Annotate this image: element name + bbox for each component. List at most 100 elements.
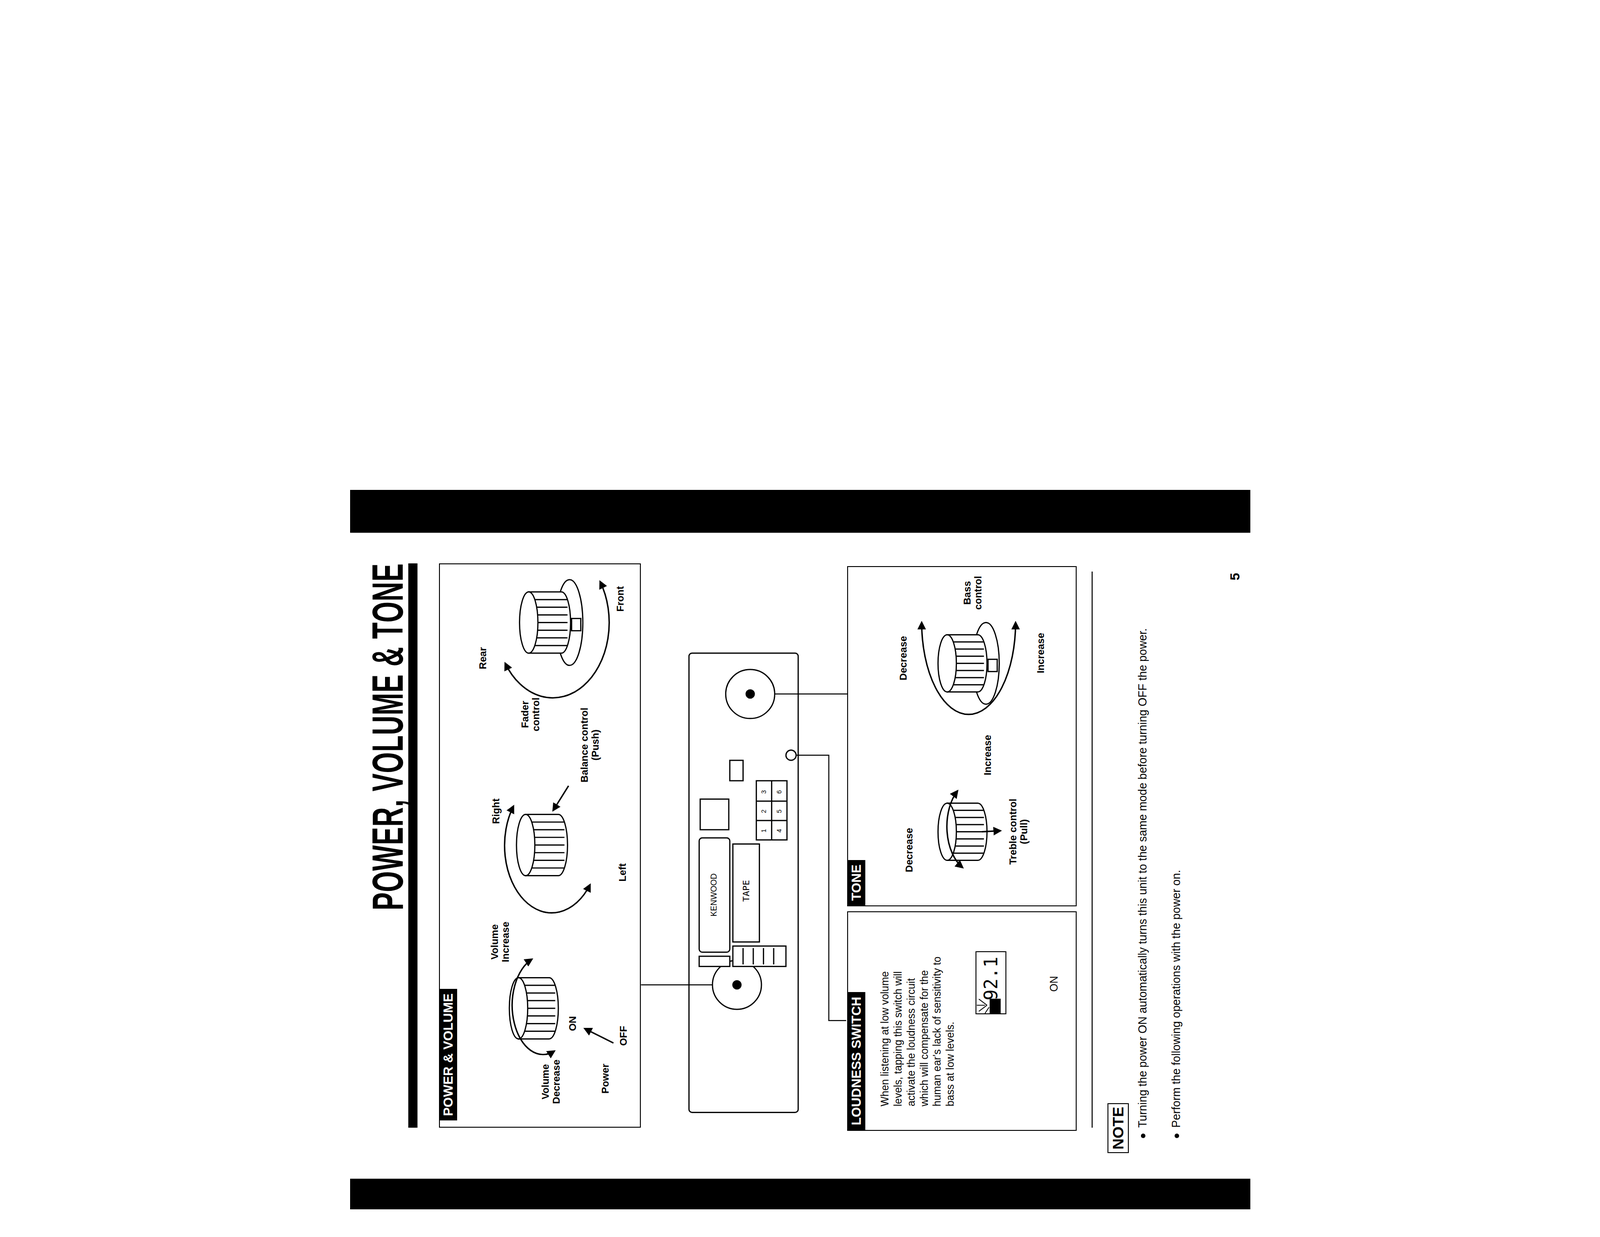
fader-arrow [505, 581, 610, 698]
treble-arrow [946, 790, 963, 868]
section-box: TONE [847, 566, 1077, 907]
direction-label: Right [490, 798, 502, 824]
direction-label: Left [617, 863, 629, 882]
knob-rib [528, 821, 565, 823]
direction-label: Front [614, 585, 626, 612]
drawing-stroke [732, 843, 760, 942]
section-box: LOUDNESS SWITCH When listening at low vol… [847, 911, 1077, 1131]
drawing-stroke [976, 999, 990, 1014]
drawing-stroke [699, 837, 731, 952]
knob-rib [950, 641, 984, 643]
push-arrow [553, 785, 569, 810]
drawing-stroke [770, 780, 773, 840]
black-band [350, 489, 1251, 533]
knob-label: Volume Increase [489, 915, 512, 969]
control-name: Fader control [519, 688, 542, 741]
preset-number: 3 [760, 790, 768, 794]
direction-label: Rear [477, 647, 489, 670]
manual-page: POWER, VOLUME & TONE POWER & VOLUME LOUDNE… [350, 489, 1251, 1210]
power-arrow [585, 1028, 614, 1043]
knob-label: Volume Decrease [540, 1054, 562, 1108]
knob-rib [531, 598, 568, 600]
ring-tab [571, 618, 581, 631]
knob-rib [950, 809, 984, 811]
bullet [1174, 1133, 1180, 1138]
knob-face [516, 814, 536, 876]
switch-position: OFF [618, 1025, 630, 1046]
knob-rib [531, 644, 568, 647]
drawing-stroke [729, 760, 743, 781]
knob-rib [528, 867, 565, 869]
drawing-stroke [774, 693, 848, 695]
leader-lines [640, 693, 848, 1021]
drawing-stroke [795, 755, 846, 1021]
direction-label: Decrease [903, 827, 915, 873]
switch-state: ON [1048, 975, 1060, 992]
drawing-stroke [688, 653, 799, 1113]
control-name: Treble control (Pull) [1007, 788, 1030, 875]
knob-rib [950, 852, 984, 854]
drawing-stroke [756, 780, 788, 840]
volume-arrow [512, 959, 555, 1055]
control-name: Balance control (Push) [579, 696, 601, 794]
bullet [1141, 1133, 1146, 1138]
section-heading: TONE [848, 859, 866, 906]
drawing-stroke [785, 750, 797, 761]
control-knob [519, 579, 584, 666]
knob-rib [521, 984, 556, 986]
preset-number: 4 [775, 828, 783, 833]
illustration [350, 489, 1251, 1210]
black-band [350, 1178, 1251, 1210]
note-rule [1091, 571, 1093, 1128]
section-box: POWER & VOLUME [439, 563, 642, 1128]
section-heading: LOUDNESS SWITCH [848, 991, 866, 1130]
drawing-stroke [746, 689, 755, 698]
car-stereo [688, 653, 799, 1113]
drawing-stroke [700, 799, 729, 830]
note-text: Perform the following operations with th… [1169, 571, 1184, 1128]
balance-arrow [504, 805, 591, 913]
display-text: TAPE [741, 879, 752, 902]
loudness-indicator [976, 999, 1001, 1014]
drawing-stroke [699, 956, 731, 966]
brand-name: KENWOOD [709, 873, 719, 917]
drawing-stroke [732, 946, 786, 967]
note-heading: NOTE [1109, 1106, 1127, 1150]
drawing-stroke [773, 947, 775, 965]
drawing-stroke [752, 947, 755, 965]
knob-face [937, 634, 957, 692]
drawing-stroke [742, 947, 744, 965]
preset-number: 1 [760, 828, 768, 833]
control-knob [516, 814, 568, 876]
note-box: NOTE [1107, 1102, 1129, 1153]
direction-label: Increase [982, 734, 994, 776]
preset-number: 6 [775, 790, 783, 794]
bass-arrow [921, 622, 1016, 714]
ring-tab [988, 658, 998, 672]
section-heading: POWER & VOLUME [439, 988, 458, 1121]
preset-number: 2 [760, 809, 768, 814]
pull-arrow [981, 830, 1001, 832]
direction-label: Increase [1035, 632, 1047, 674]
lcd-reading: 92.1 [980, 956, 1001, 1000]
knob-rib [950, 683, 984, 686]
body-text: When listening at low volume levels, tap… [878, 955, 957, 1107]
note-text: Turning the power ON automatically turns… [1136, 571, 1150, 1128]
page-title: POWER, VOLUME & TONE [363, 563, 412, 911]
drawing-stroke [762, 947, 765, 965]
direction-label: Decrease [897, 635, 909, 681]
page-number: 5 [1227, 572, 1243, 581]
switch-position: ON [567, 1015, 579, 1031]
preset-number: 5 [775, 809, 783, 814]
knob-label: Power [600, 1063, 611, 1094]
drawing-stroke [712, 960, 762, 1010]
drawing-stroke [725, 669, 775, 719]
knob-rib [521, 1030, 556, 1032]
drawing-stroke [990, 999, 1001, 1014]
knob-face [519, 591, 539, 654]
drawing-stroke [732, 980, 742, 989]
control-knob [937, 622, 1000, 704]
control-name: Bass control [961, 570, 984, 616]
control-knob [937, 803, 987, 861]
lcd-display: 92.1 [975, 951, 1007, 1015]
